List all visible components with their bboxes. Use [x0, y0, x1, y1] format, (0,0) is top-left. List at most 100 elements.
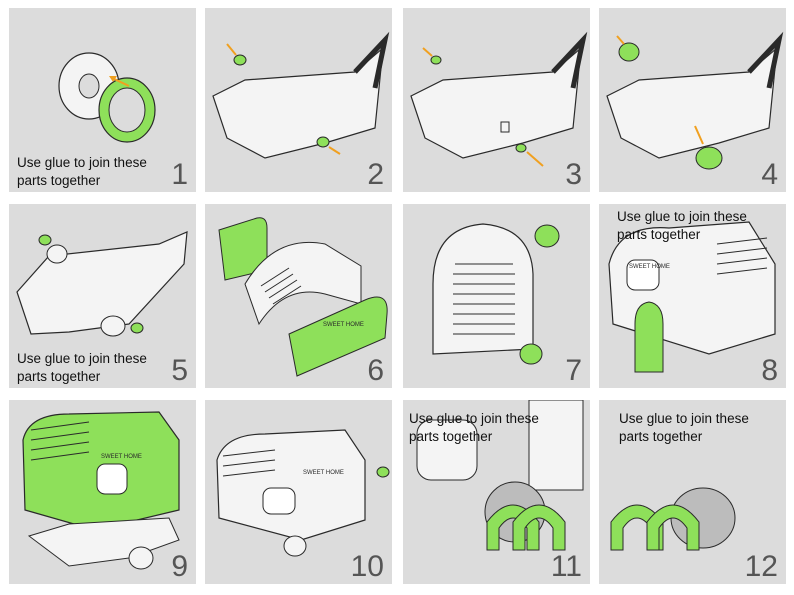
tow-bar — [551, 31, 588, 89]
arrow — [694, 125, 704, 145]
base-board — [212, 46, 384, 159]
camper-body — [216, 429, 366, 541]
green-side-wall — [218, 217, 268, 281]
side-window — [262, 487, 296, 515]
step-number: 8 — [761, 354, 778, 387]
step-3-panel: 3 — [403, 8, 590, 192]
step-10-illustration: SWEET HOME — [216, 429, 390, 557]
side-window — [96, 463, 128, 495]
step-9-illustration: SWEET HOME — [22, 411, 180, 570]
sweet-home-emboss: SWEET HOME — [323, 322, 364, 328]
axle — [500, 121, 510, 133]
step-9-panel: SWEET HOME 9 — [9, 400, 196, 584]
step-5-caption: Use glue to join these parts together — [17, 350, 147, 386]
door-edge — [528, 400, 584, 491]
step-number: 10 — [350, 550, 384, 583]
caption-line: Use glue to join these — [619, 411, 749, 426]
green-fender — [512, 504, 566, 551]
sweet-home-emboss: SWEET HOME — [101, 454, 142, 460]
step-number: 12 — [744, 550, 778, 583]
step-12-panel: Use glue to join these parts together 12 — [599, 400, 786, 584]
step-number: 4 — [761, 158, 778, 191]
axle-peg — [316, 136, 330, 148]
caption-line: parts together — [617, 227, 701, 242]
step-12-caption: Use glue to join these parts together — [619, 410, 749, 446]
step-1-panel: Use glue to join these parts together 1 — [9, 8, 196, 192]
step-4-illustration — [606, 31, 784, 170]
step-11-panel: Use glue to join these parts together 11 — [403, 400, 590, 584]
step-7-illustration — [432, 223, 560, 365]
caption-line: parts together — [409, 429, 493, 444]
step-number: 2 — [367, 158, 384, 191]
base-board — [16, 231, 188, 335]
wheel — [46, 244, 68, 264]
step-number: 7 — [565, 354, 582, 387]
sweet-home-emboss: SWEET HOME — [629, 264, 670, 270]
hinge-part — [519, 343, 543, 365]
caption-line: parts together — [619, 429, 703, 444]
wheel — [100, 315, 126, 337]
wheel-cap — [130, 322, 144, 334]
step-number: 6 — [367, 354, 384, 387]
step-1-illustration — [58, 52, 156, 143]
step-8-panel: SWEET HOME Use glue to join these parts … — [599, 204, 786, 388]
base-board — [27, 517, 180, 567]
white-ring-hole — [78, 73, 100, 99]
arrow — [111, 77, 130, 87]
step-number: 1 — [171, 158, 188, 191]
step-1-caption: Use glue to join these parts together — [17, 154, 147, 190]
step-2-panel: 2 — [205, 8, 392, 192]
caption-line: Use glue to join these — [17, 155, 147, 170]
axle-cap — [430, 55, 442, 65]
arrow — [226, 43, 237, 56]
step-number: 11 — [550, 550, 582, 583]
arrow — [526, 151, 544, 167]
step-5-panel: Use glue to join these parts together 5 — [9, 204, 196, 388]
step-11-illustration — [416, 400, 584, 551]
arrow — [422, 47, 433, 57]
caption-line: parts together — [17, 369, 101, 384]
wheel — [283, 535, 307, 557]
arrow — [328, 146, 341, 155]
wheel — [128, 546, 154, 570]
base-board — [410, 46, 582, 159]
green-fender — [646, 504, 700, 551]
green-ring-hole — [108, 87, 146, 133]
wheel — [695, 146, 723, 170]
step-6-panel: SWEET HOME 6 — [205, 204, 392, 388]
side-window — [626, 259, 660, 291]
step-7-panel: 7 — [403, 204, 590, 388]
wheel — [618, 42, 640, 62]
green-front-wall — [288, 296, 388, 377]
axle-peg — [233, 54, 247, 66]
step-2-illustration — [212, 31, 390, 159]
caption-line: Use glue to join these — [409, 411, 539, 426]
step-8-illustration: SWEET HOME — [608, 221, 776, 373]
step-4-panel: 4 — [599, 8, 786, 192]
wheel-cap — [38, 234, 52, 246]
axle-cap — [515, 143, 527, 153]
step-5-illustration — [16, 231, 188, 337]
arrow-head — [109, 76, 117, 82]
arrow — [616, 35, 625, 45]
sweet-home-emboss: SWEET HOME — [303, 470, 344, 476]
window-frame — [416, 419, 478, 481]
tow-cap — [376, 466, 390, 478]
step-12-illustration — [610, 487, 736, 551]
tow-bar — [353, 31, 390, 89]
hinge-part — [534, 224, 560, 248]
step-11-caption: Use glue to join these parts together — [409, 410, 539, 446]
step-number: 3 — [565, 158, 582, 191]
step-6-illustration: SWEET HOME — [218, 217, 388, 377]
step-8-caption: Use glue to join these parts together — [617, 208, 747, 244]
tow-bar — [747, 31, 784, 89]
step-number: 9 — [171, 550, 188, 583]
base-board — [606, 46, 778, 159]
caption-line: parts together — [17, 173, 101, 188]
green-door — [634, 301, 664, 373]
step-number: 5 — [171, 354, 188, 387]
door-panel — [432, 223, 534, 355]
step-10-panel: SWEET HOME 10 — [205, 400, 392, 584]
caption-line: Use glue to join these — [17, 351, 147, 366]
step-3-illustration — [410, 31, 588, 167]
